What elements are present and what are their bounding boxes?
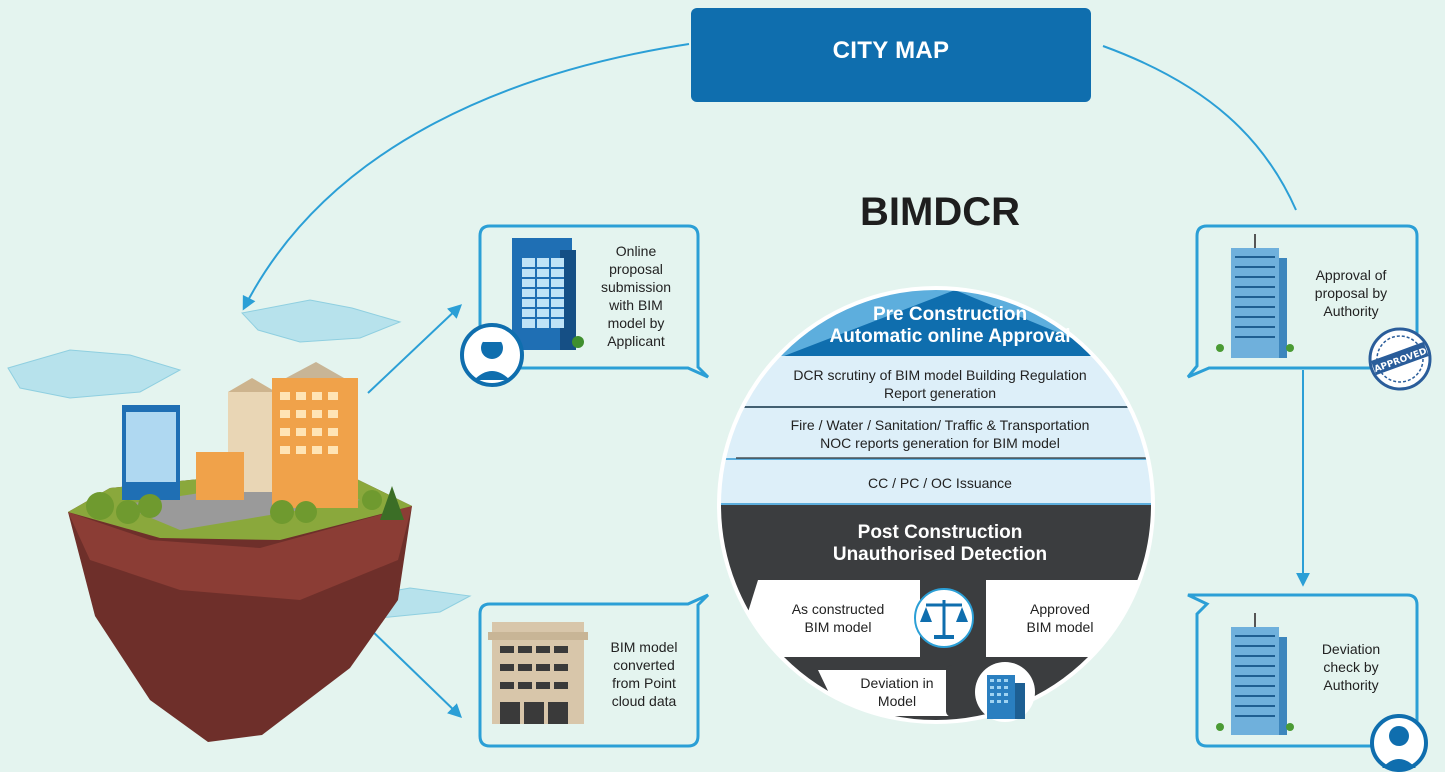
arrow-city-to-pointcloud (367, 626, 463, 718)
point-cloud-building-icon (488, 622, 588, 724)
scales-icon (914, 588, 974, 648)
row-line: NOC reports generation for BIM model (820, 435, 1060, 451)
callout-line: Deviation (1321, 641, 1381, 657)
office-building-icon (512, 238, 584, 350)
cloud-shapes (7, 299, 472, 619)
callout-deviation-text: Deviation check by Authority (1296, 640, 1406, 694)
deviation-model-label: Deviation in Model (842, 674, 952, 710)
box-line: As constructed (791, 601, 885, 617)
callout-line: Authority (1323, 303, 1379, 319)
city-map-box: CITY MAP (691, 8, 1091, 102)
pre-construction-row-issuance: CC / PC / OC Issuance (740, 474, 1140, 492)
row-line: DCR scrutiny of BIM model Building Regul… (793, 367, 1087, 383)
callout-line: cloud data (611, 693, 677, 709)
page-title: BIMDCR (860, 190, 1020, 234)
authority-avatar-icon (1370, 714, 1428, 772)
skyscraper-icon-deviation (1216, 613, 1294, 735)
approved-stamp-icon: APPROVED (1368, 327, 1432, 391)
callout-line: converted (613, 657, 675, 673)
pre-construction-row-scrutiny: DCR scrutiny of BIM model Building Regul… (740, 366, 1140, 402)
applicant-avatar-icon (460, 323, 524, 387)
callout-line: submission (600, 279, 672, 295)
row-line: Fire / Water / Sanitation/ Traffic & Tra… (790, 417, 1090, 433)
post-construction-line1: Post Construction (857, 522, 1023, 543)
pre-construction-row-noc: Fire / Water / Sanitation/ Traffic & Tra… (740, 416, 1140, 452)
callout-online-proposal-text: Online proposal submission with BIM mode… (586, 242, 686, 350)
callout-line: model by (607, 315, 665, 331)
callout-line: Online (615, 243, 657, 259)
floating-island-illustration (68, 362, 412, 742)
box-line: Model (877, 693, 917, 709)
callout-line: proposal (609, 261, 663, 277)
callout-line: from Point (612, 675, 676, 691)
approved-model-label: Approved BIM model (990, 600, 1130, 636)
box-line: BIM model (1026, 619, 1094, 635)
city-map-label: CITY MAP (832, 37, 950, 64)
callout-line: with BIM (609, 297, 663, 313)
pre-construction-line2: Automatic online Approval (829, 326, 1071, 347)
post-construction-line2: Unauthorised Detection (832, 544, 1048, 565)
pre-construction-heading: Pre Construction Automatic online Approv… (760, 304, 1140, 348)
callout-pointcloud-border (478, 593, 710, 748)
row-line: CC / PC / OC Issuance (868, 475, 1012, 491)
callout-line: Approval of (1315, 267, 1387, 283)
arrow-citymap-to-city (242, 43, 690, 311)
connector-citymap-to-approval (1102, 45, 1297, 211)
box-line: Approved (1030, 601, 1090, 617)
callout-line: Applicant (607, 333, 665, 349)
box-line: BIM model (804, 619, 872, 635)
callout-approval-text: Approval of proposal by Authority (1296, 266, 1406, 320)
callout-line: Authority (1323, 677, 1379, 693)
arrow-city-to-proposal (367, 304, 463, 394)
as-constructed-model-label: As constructed BIM model (768, 600, 908, 636)
callout-pointcloud-text: BIM model converted from Point cloud dat… (594, 638, 694, 710)
callout-line: proposal by (1314, 285, 1388, 301)
row-line: Report generation (883, 385, 997, 401)
box-line: Deviation in (860, 675, 934, 691)
callout-line: check by (1323, 659, 1379, 675)
skyscraper-icon-approval (1216, 234, 1294, 358)
pre-construction-line1: Pre Construction (872, 304, 1028, 325)
callout-line: BIM model (610, 639, 678, 655)
post-construction-heading: Post Construction Unauthorised Detection (760, 522, 1120, 566)
tower-icon (975, 662, 1035, 722)
central-disc (719, 288, 1153, 722)
